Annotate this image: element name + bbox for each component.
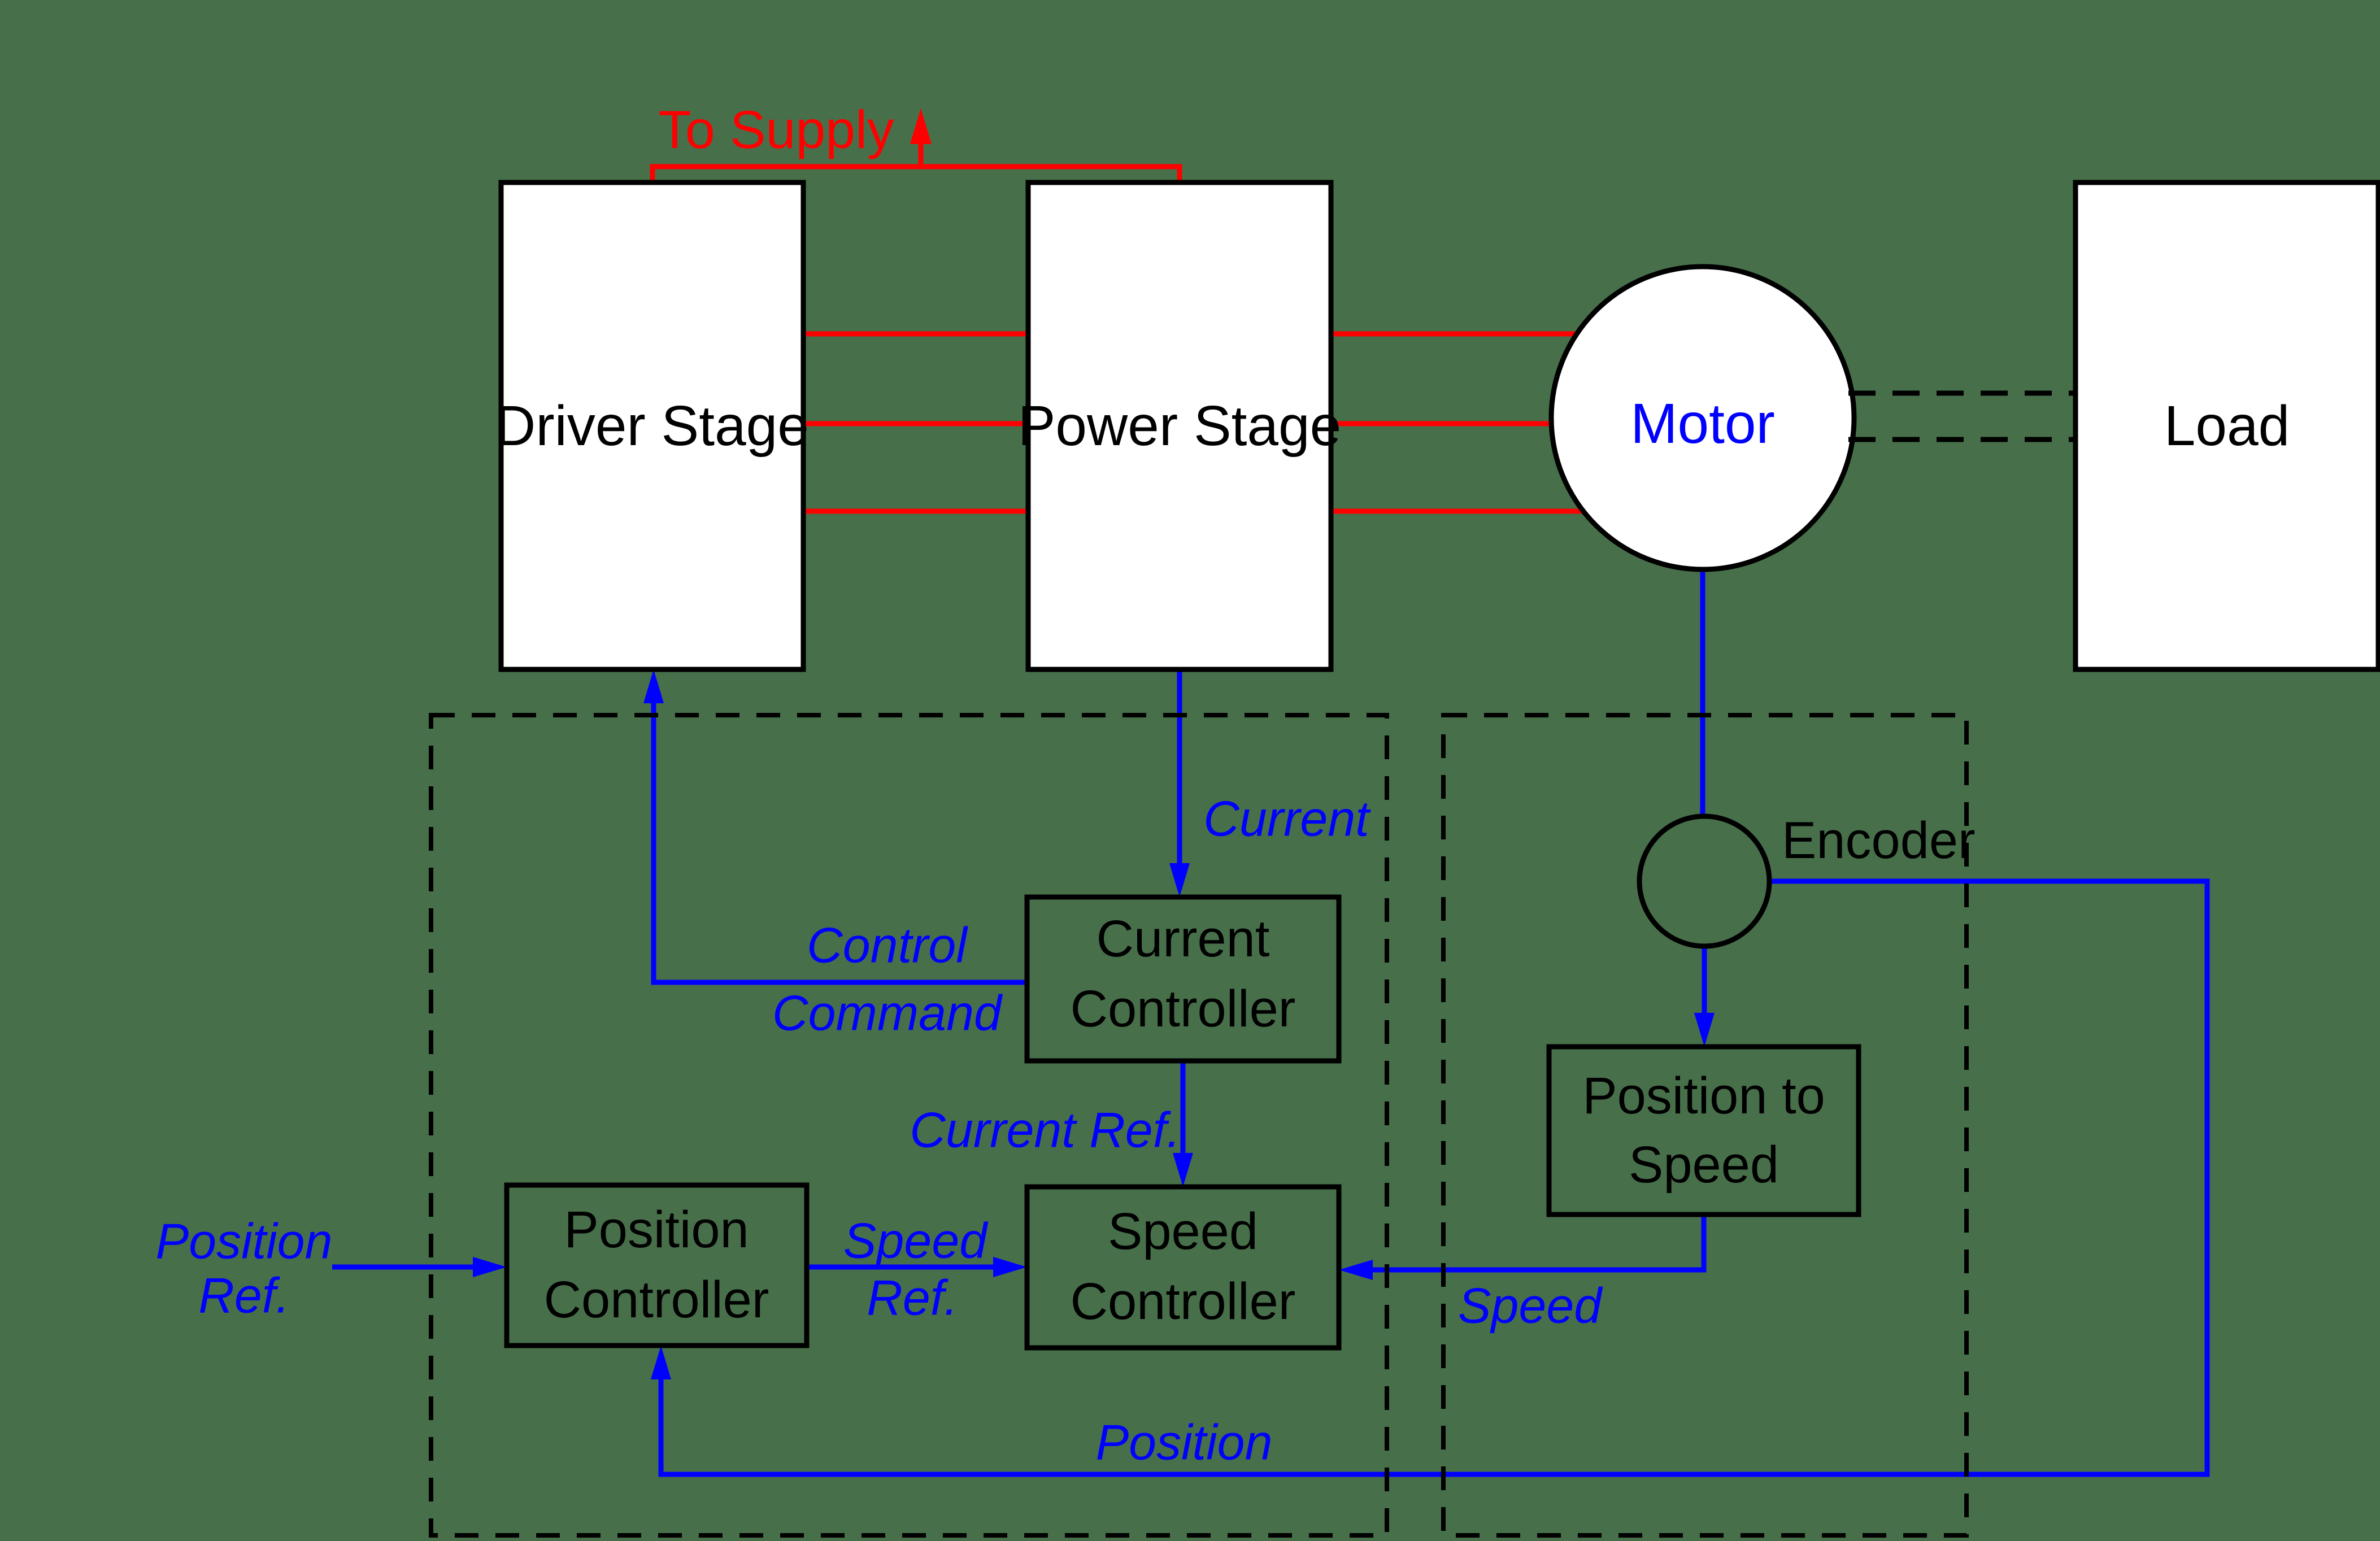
speed-controller-label-line1: Speed [1108, 1203, 1258, 1260]
speed-arrowhead-icon [1339, 1260, 1373, 1280]
current-arrowhead-icon [1169, 863, 1190, 897]
encoder-label: Encoder [1782, 812, 1976, 869]
position-signal-label: Position [1095, 1414, 1272, 1470]
current-controller-label-line2: Controller [1071, 980, 1296, 1038]
speed-controller-block [1024, 1184, 1342, 1351]
position-ref-arrowhead-icon [473, 1257, 507, 1277]
feedback-group-container [1441, 713, 1969, 1538]
driver-stage-label: Driver Stage [495, 394, 809, 458]
position-ref-label-line1: Position [155, 1213, 332, 1269]
motor-label: Motor [1630, 392, 1775, 455]
load-block [2073, 180, 2380, 672]
position-to-speed-label-line2: Speed [1629, 1136, 1779, 1194]
driver-stage-block [498, 180, 806, 672]
speed-line [1372, 1214, 1707, 1273]
speed-ref-label-line1: Speed [843, 1213, 989, 1269]
speed-controller-label-line2: Controller [1071, 1273, 1296, 1330]
control-command-arrowhead-icon [643, 669, 664, 703]
position-feedback-line [658, 878, 2210, 1477]
speed-ref-arrowhead-icon [993, 1257, 1027, 1277]
power-stage-block [1025, 180, 1334, 672]
supply-arrowhead-icon [910, 108, 932, 144]
current-controller-block [1024, 894, 1342, 1064]
position-controller-label-line1: Position [564, 1201, 749, 1259]
current-signal-label: Current [1203, 791, 1371, 847]
speed-signal-label: Speed [1458, 1278, 1604, 1334]
controller-group-container [429, 713, 1389, 1538]
position-controller-block [504, 1182, 810, 1348]
encoder-pts-arrowhead-icon [1694, 1013, 1715, 1047]
position-feedback-arrowhead-icon [651, 1346, 671, 1379]
position-to-speed-label-line1: Position to [1582, 1067, 1825, 1125]
control-command-line [651, 702, 1027, 985]
encoder-block [1637, 813, 1772, 949]
current-controller-label-line1: Current [1097, 910, 1270, 968]
motor-block [1548, 264, 1857, 572]
control-command-label-line1: Control [807, 917, 968, 973]
speed-ref-label-line2: Ref. [867, 1270, 958, 1326]
position-ref-label-line2: Ref. [198, 1268, 289, 1324]
to-supply-label: To Supply [658, 100, 894, 160]
power-stage-label: Power Stage [1018, 394, 1342, 458]
current-ref-arrowhead-icon [1173, 1153, 1193, 1187]
position-to-speed-block [1546, 1044, 1861, 1217]
current-ref-label: Current Ref. [910, 1102, 1180, 1158]
position-controller-label-line2: Controller [544, 1271, 769, 1329]
supply-bus-line [650, 164, 1182, 182]
control-command-label-line2: Command [772, 985, 1003, 1041]
load-label: Load [2164, 394, 2290, 458]
